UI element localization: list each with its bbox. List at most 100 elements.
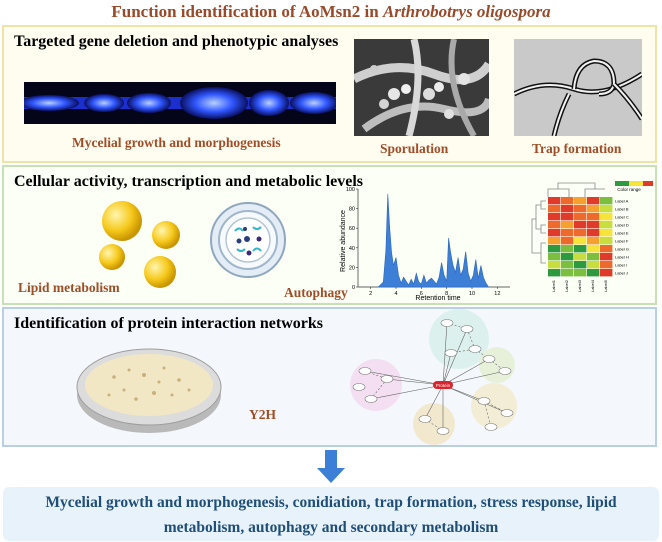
autophagosome-illustration bbox=[210, 202, 286, 278]
heatmap-cell bbox=[600, 269, 613, 277]
heatmap-cell bbox=[548, 261, 561, 269]
heatmap-cell bbox=[600, 245, 613, 253]
heatmap-cell bbox=[548, 221, 561, 229]
heatmap-row-label: Label B bbox=[615, 207, 629, 212]
heatmap-cell bbox=[548, 229, 561, 237]
heatmap-row-label: Label F bbox=[615, 239, 629, 244]
heatmap-cell bbox=[587, 221, 600, 229]
heatmap-row-label: Label C bbox=[615, 215, 629, 220]
chromatogram-y-tick-label: 100 bbox=[346, 187, 355, 193]
network-hub-label: Protein bbox=[436, 383, 451, 388]
page-title: Function identification of AoMsn2 in Art… bbox=[111, 2, 551, 21]
heatmap-cell bbox=[574, 213, 587, 221]
heatmap-cell bbox=[561, 269, 574, 277]
heatmap-legend-label: Color range bbox=[617, 187, 641, 192]
heatmap-cell bbox=[574, 205, 587, 213]
heatmap-cell bbox=[587, 245, 600, 253]
heatmap-chart: Label A Label B Label C Label D Label E Label… bbox=[531, 181, 653, 292]
heatmap-cell bbox=[587, 253, 600, 261]
heatmap-col-label: Label5 bbox=[603, 279, 608, 292]
heatmap-cell bbox=[548, 245, 561, 253]
heatmap-row-label: Label D bbox=[615, 223, 629, 228]
panel-protein-interaction: Identification of protein interaction ne… bbox=[2, 307, 657, 447]
heatmap-cell bbox=[587, 229, 600, 237]
heatmap-cell bbox=[561, 205, 574, 213]
heatmap-col-label: Label3 bbox=[577, 279, 582, 292]
panel1-heading: Targeted gene deletion and phenotypic an… bbox=[14, 33, 339, 50]
heatmap-cell bbox=[548, 197, 561, 205]
panel2-heading: Cellular activity, transcription and met… bbox=[14, 173, 364, 190]
heatmap-cell bbox=[574, 253, 587, 261]
heatmap-cell bbox=[561, 229, 574, 237]
chromatogram-x-tick-label: 4 bbox=[394, 291, 397, 297]
heatmap-row-label: Label I bbox=[615, 263, 627, 268]
caption-mycelial-growth: Mycelial growth and morphogenesis bbox=[72, 135, 281, 150]
heatmap-cell bbox=[600, 237, 613, 245]
heatmap-cell bbox=[587, 197, 600, 205]
heatmap-cell bbox=[600, 221, 613, 229]
heatmap-col-label: Label4 bbox=[590, 279, 595, 292]
heatmap-cell bbox=[548, 213, 561, 221]
heatmap-row-label: Label A bbox=[615, 199, 629, 204]
network-clusters bbox=[350, 309, 517, 445]
caption-y2h: Y2H bbox=[249, 407, 276, 422]
heatmap-cell bbox=[574, 245, 587, 253]
trap-formation-image bbox=[514, 39, 642, 136]
heatmap-cell bbox=[561, 221, 574, 229]
heatmap-cell bbox=[548, 269, 561, 277]
heatmap-cell bbox=[600, 213, 613, 221]
heatmap-cell bbox=[574, 229, 587, 237]
heatmap-cell bbox=[600, 229, 613, 237]
chromatogram-trace bbox=[378, 193, 490, 288]
chromatogram-y-tick-label: 40 bbox=[349, 246, 355, 252]
chromatogram-y-label: Relative abundance bbox=[340, 210, 347, 272]
heatmap-cell bbox=[548, 237, 561, 245]
heatmap-row-label: Label H bbox=[615, 255, 629, 260]
heatmap-col-label: Label2 bbox=[564, 279, 569, 292]
caption-lipid-metabolism: Lipid metabolism bbox=[18, 280, 120, 295]
petri-dish-illustration bbox=[76, 348, 222, 433]
panel-phenotypic-analyses: Targeted gene deletion and phenotypic an… bbox=[2, 25, 657, 163]
panel3-heading: Identification of protein interaction ne… bbox=[14, 315, 324, 332]
heatmap-legend: Color range bbox=[615, 181, 653, 192]
heatmap-row-label: Label E bbox=[615, 231, 629, 236]
heatmap-cell bbox=[574, 221, 587, 229]
conclusion-box: Mycelial growth and morphogenesis, conid… bbox=[3, 487, 659, 541]
heatmap-cell bbox=[574, 261, 587, 269]
chromatogram-x-tick-label: 10 bbox=[469, 291, 475, 297]
chromatogram-x-tick-label: 12 bbox=[494, 291, 500, 297]
heatmap-cell bbox=[548, 205, 561, 213]
heatmap-dendrogram bbox=[531, 182, 605, 264]
chromatogram-y-tick-label: 60 bbox=[349, 226, 355, 232]
heatmap-cell bbox=[600, 205, 613, 213]
heatmap-cell bbox=[561, 245, 574, 253]
heatmap-cell bbox=[587, 237, 600, 245]
caption-sporulation: Sporulation bbox=[380, 141, 449, 156]
heatmap-cell bbox=[587, 269, 600, 277]
heatmap-cell bbox=[574, 269, 587, 277]
heatmap-cell bbox=[587, 205, 600, 213]
down-arrow-icon bbox=[317, 450, 345, 483]
chromatogram-x-label: Retention time bbox=[415, 295, 460, 302]
heatmap-row-label: Label G bbox=[615, 247, 629, 252]
heatmap-cell bbox=[561, 237, 574, 245]
conclusion-line-1: Mycelial growth and morphogenesis, conid… bbox=[45, 494, 617, 511]
network-edges bbox=[364, 322, 508, 431]
chromatogram-y-tick-label: 0 bbox=[352, 285, 355, 291]
heatmap-cell bbox=[587, 261, 600, 269]
heatmap-cell bbox=[587, 213, 600, 221]
chromatogram-y-tick-label: 20 bbox=[349, 265, 355, 271]
heatmap-cell bbox=[600, 253, 613, 261]
network-nodes bbox=[352, 319, 514, 435]
heatmap-cell bbox=[600, 261, 613, 269]
heatmap-cell bbox=[574, 237, 587, 245]
heatmap-cell bbox=[574, 197, 587, 205]
heatmap-col-label: Label1 bbox=[551, 279, 556, 292]
caption-trap-formation: Trap formation bbox=[532, 141, 622, 156]
heatmap-cell bbox=[600, 197, 613, 205]
chromatogram-x-tick-label: 8 bbox=[445, 291, 448, 297]
heatmap-cell bbox=[561, 197, 574, 205]
heatmap-row-label: Label J bbox=[615, 271, 628, 276]
